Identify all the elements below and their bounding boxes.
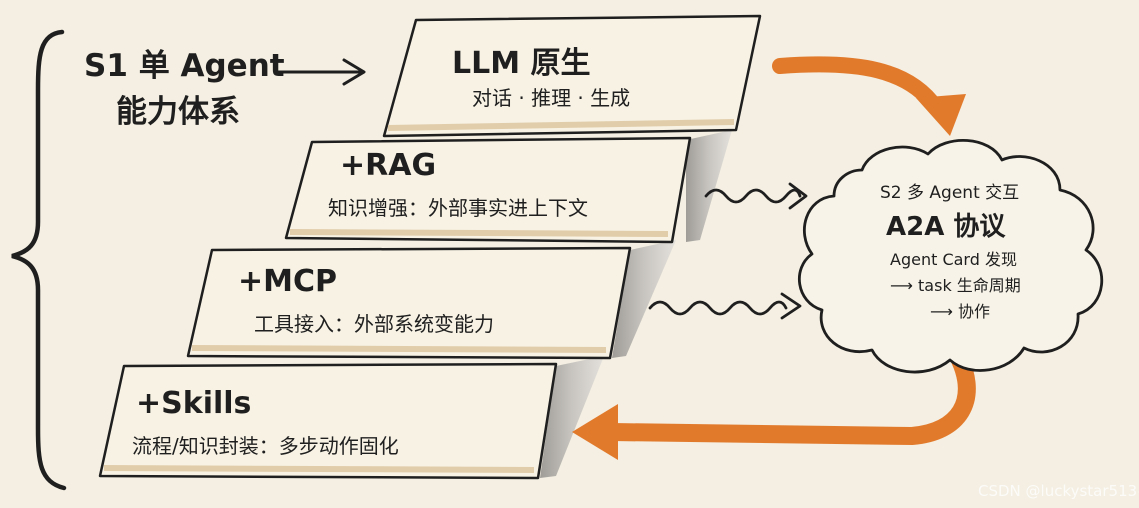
step-3-slab xyxy=(186,246,632,360)
s1-brace xyxy=(11,29,67,491)
step-rag-subtitle: 知识增强：外部事实进上下文 xyxy=(328,196,588,220)
step-mcp-subtitle: 工具接入：外部系统变能力 xyxy=(254,312,494,336)
step-skills-title: +Skills xyxy=(136,386,252,421)
cloud-collaboration: ⟶ 协作 xyxy=(930,302,991,321)
csdn-watermark: CSDN @luckystar513~ xyxy=(978,482,1139,500)
llm-to-cloud-orange-arrow xyxy=(772,56,966,136)
step-4-slab xyxy=(98,362,558,480)
s2-cloud-shape xyxy=(797,139,1104,374)
step-llm-title: LLM 原生 xyxy=(452,46,591,81)
cloud-a2a-title: A2A 协议 xyxy=(886,212,1006,242)
cloud-to-skills-orange-arrow xyxy=(572,351,976,460)
s1-to-llm-arrow xyxy=(276,58,366,86)
step-4-shadow xyxy=(540,356,604,478)
rag-to-cloud-wavy-arrow xyxy=(704,182,808,210)
step-skills-subtitle: 流程/知识封装：多步动作固化 xyxy=(132,434,399,458)
s1-title-line2: 能力体系 xyxy=(116,94,240,130)
step-mcp-title: +MCP xyxy=(238,264,337,299)
step-3-shadow xyxy=(612,240,676,358)
step-llm-subtitle: 对话 · 推理 · 生成 xyxy=(472,86,631,110)
step-1-slab xyxy=(382,14,762,138)
step-2-slab xyxy=(284,136,692,244)
cloud-s2-heading: S2 多 Agent 交互 xyxy=(880,183,1020,203)
cloud-task-lifecycle: ⟶ task 生命周期 xyxy=(890,276,1021,295)
cloud-agent-card: Agent Card 发现 xyxy=(890,250,1017,269)
mcp-to-cloud-wavy-arrow xyxy=(648,292,802,320)
step-rag-title: +RAG xyxy=(340,148,437,183)
s1-title-line1: S1 单 Agent xyxy=(84,48,285,84)
step-2-shadow xyxy=(686,130,732,242)
